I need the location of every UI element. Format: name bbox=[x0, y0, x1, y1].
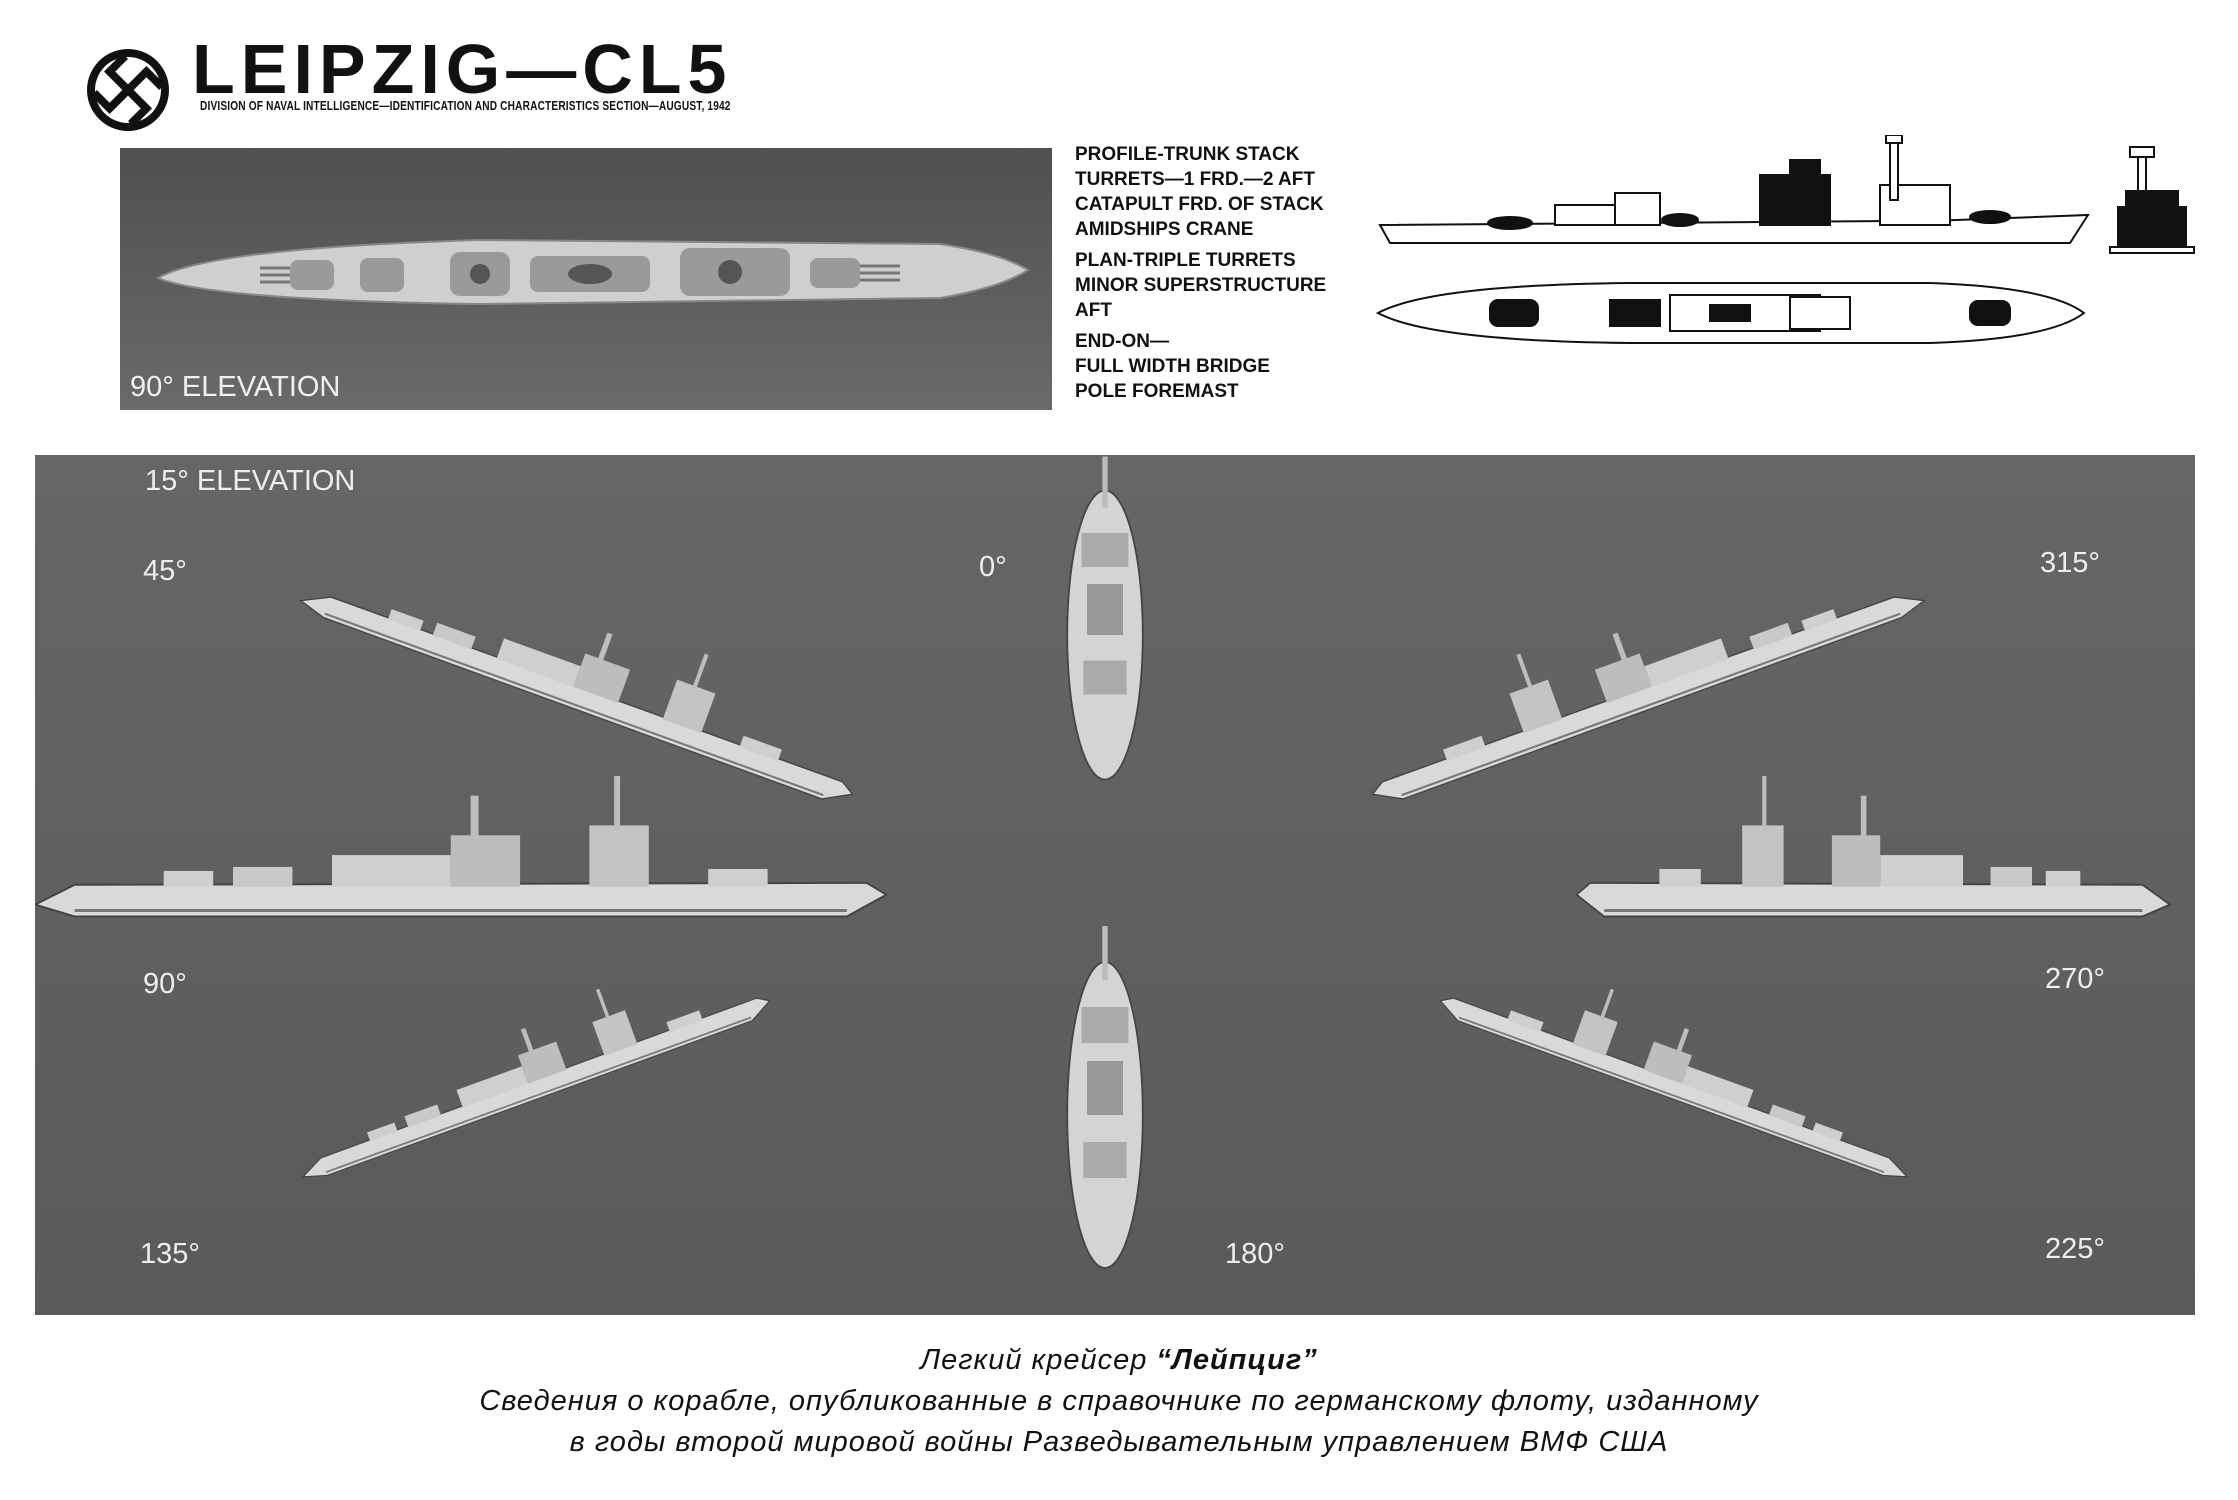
profile-line: CATAPULT FRD. OF STACK bbox=[1075, 194, 1324, 215]
profile-head: PROFILE bbox=[1075, 144, 1158, 165]
plan-line: AFT bbox=[1075, 300, 1112, 321]
page-subtitle: DIVISION OF NAVAL INTELLIGENCE—IDENTIFIC… bbox=[200, 98, 731, 113]
profile-line: TURRETS—1 FRD.—2 AFT bbox=[1075, 169, 1315, 190]
plan-silhouette bbox=[1375, 282, 2086, 344]
angle-label-45: 45° bbox=[143, 555, 187, 587]
end-on-notes: END-ON— FULL WIDTH BRIDGE POLE FOREMAST bbox=[1075, 329, 1395, 404]
profile-line: -TRUNK STACK bbox=[1157, 144, 1300, 165]
caption-title-prefix: Легкий крейсер bbox=[920, 1344, 1148, 1376]
silhouette-drawings bbox=[1375, 135, 2195, 344]
caption-ship-name: “Лейпциг” bbox=[1156, 1344, 1318, 1376]
plan-line: MINOR SUPERSTRUCTURE bbox=[1075, 275, 1327, 296]
caption-line-2: Сведения о корабле, опубликованные в спр… bbox=[479, 1385, 1759, 1417]
top-photo-elevation-label: 90° ELEVATION bbox=[130, 371, 341, 403]
plan-head: PLAN bbox=[1075, 250, 1127, 271]
fifteen-degree-elevation-photo: 15° ELEVATION 45° 0° 315° 90° 270° 135° … bbox=[35, 455, 2195, 1315]
angle-label-90: 90° bbox=[143, 968, 187, 1000]
angle-label-225: 225° bbox=[2045, 1233, 2105, 1265]
main-photo-elevation-label: 15° ELEVATION bbox=[145, 465, 356, 497]
swastika-emblem-icon bbox=[87, 49, 169, 131]
plan-notes: PLAN-TRIPLE TURRETS MINOR SUPERSTRUCTURE… bbox=[1075, 248, 1395, 323]
angle-label-135: 135° bbox=[140, 1238, 200, 1270]
end-on-line: FULL WIDTH BRIDGE bbox=[1075, 356, 1270, 377]
caption-line-3: в годы второй мировой войны Разведывател… bbox=[569, 1426, 1669, 1458]
top-view-ship-image bbox=[120, 148, 1052, 410]
angle-label-315: 315° bbox=[2040, 547, 2100, 579]
top-view-photo: 90° ELEVATION bbox=[120, 148, 1052, 410]
page-title: LEIPZIG—CL5 bbox=[192, 30, 733, 108]
profile-notes: PROFILE-TRUNK STACK TURRETS—1 FRD.—2 AFT… bbox=[1075, 142, 1395, 242]
profile-silhouette bbox=[1378, 135, 2090, 244]
identification-notes: PROFILE-TRUNK STACK TURRETS—1 FRD.—2 AFT… bbox=[1075, 142, 1395, 410]
profile-line: AMIDSHIPS CRANE bbox=[1075, 219, 1254, 240]
end-on-head: END-ON— bbox=[1075, 331, 1169, 352]
end-on-line: POLE FOREMAST bbox=[1075, 381, 1239, 402]
end-on-silhouette bbox=[2109, 146, 2195, 254]
angle-label-0: 0° bbox=[979, 551, 1007, 583]
caption: Легкий крейсер “Лейпциг” Сведения о кора… bbox=[0, 1340, 2238, 1463]
ship-views-image bbox=[35, 455, 2195, 1315]
plan-line: -TRIPLE TURRETS bbox=[1126, 250, 1296, 271]
angle-label-180: 180° bbox=[1225, 1238, 1285, 1270]
angle-label-270: 270° bbox=[2045, 963, 2105, 995]
